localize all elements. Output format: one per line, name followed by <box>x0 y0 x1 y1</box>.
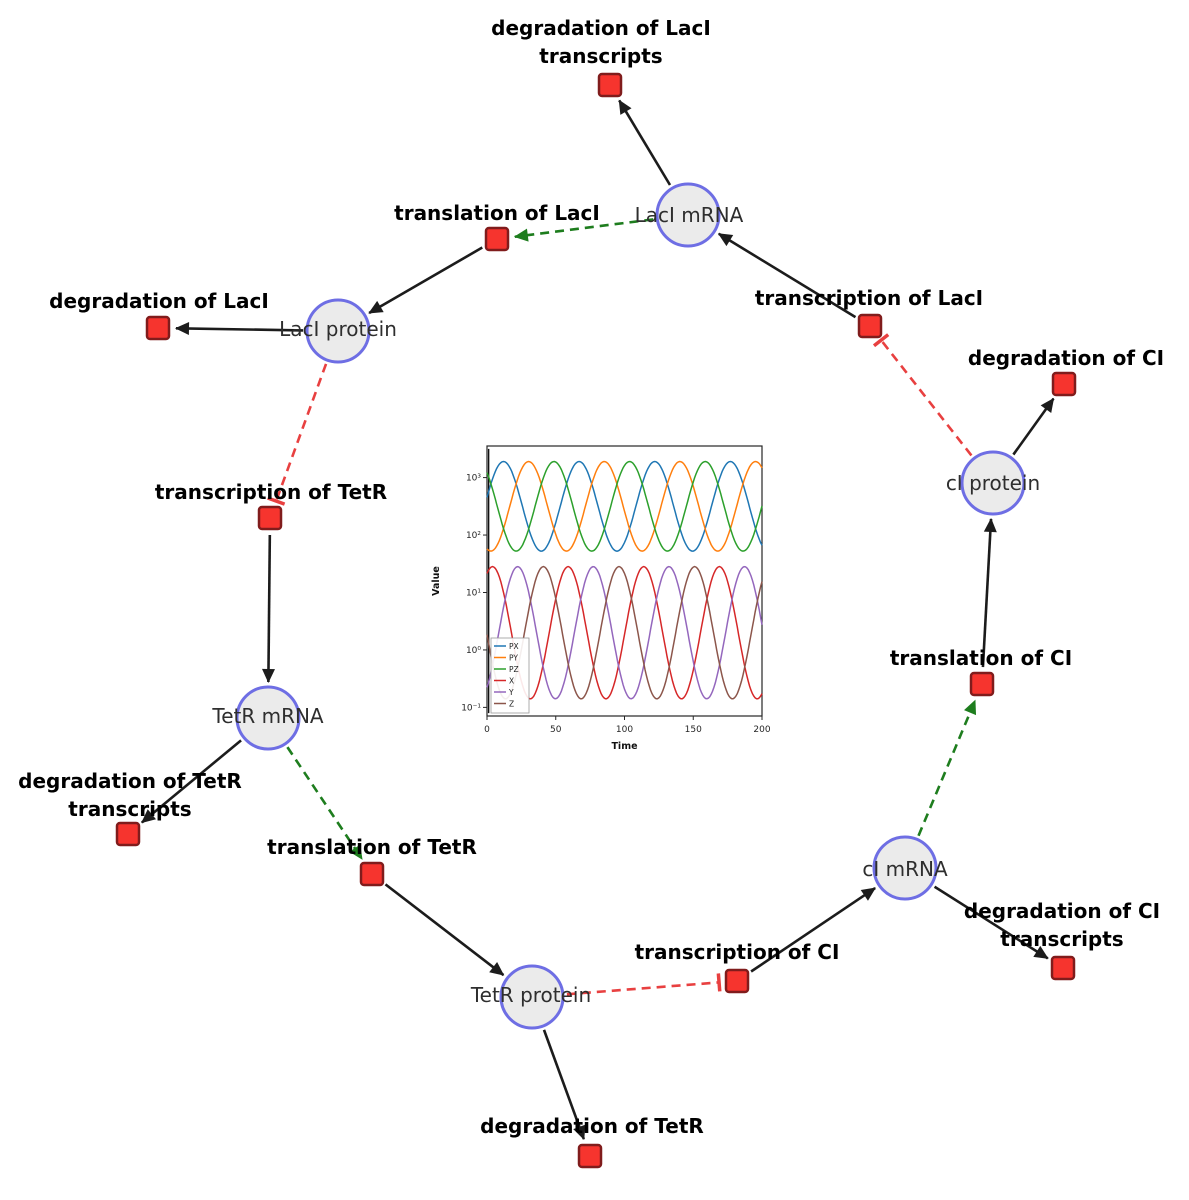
legend-label-Z: Z <box>509 700 514 709</box>
reaction-label-tc-tetr: transcription of TetR <box>155 480 387 504</box>
edge-production-tl-tetr-tetr-protein <box>384 883 505 977</box>
edge-consumption-tetr-protein-deg-tetr <box>542 1029 586 1141</box>
series-line-Y <box>486 565 763 700</box>
legend-label-PZ: PZ <box>509 665 519 674</box>
y-tick-label: 10⁻¹ <box>461 703 481 713</box>
reaction-node-tl-tetr <box>359 861 385 887</box>
edge-consumption-laci-protein-deg-laci <box>174 322 304 336</box>
reaction-label-deg-ci-tx: transcripts <box>1000 927 1123 951</box>
edge-consumption-tetr-mrna-deg-tetr-tx <box>141 739 242 824</box>
species-node-laci-mrna <box>655 182 721 248</box>
species-node-tetr-mrna <box>235 685 301 751</box>
reaction-label-tc-laci: transcription of LacI <box>755 286 983 310</box>
species-label-ci-protein: cI protein <box>946 471 1040 495</box>
edge-modifier-laci-mrna-tl-laci <box>513 218 654 242</box>
reaction-node-deg-tetr <box>577 1143 603 1169</box>
y-tick-label: 10³ <box>466 474 481 484</box>
species-node-ci-mrna <box>872 835 938 901</box>
species-node-ci-protein <box>960 450 1026 516</box>
edge-production-tl-laci-laci-protein <box>368 246 483 315</box>
reaction-label-deg-laci: degradation of LacI <box>49 289 269 313</box>
legend-box <box>490 637 530 714</box>
x-tick-label: 0 <box>484 725 490 735</box>
series-line-PZ <box>486 460 763 552</box>
edge-consumption-ci-protein-deg-ci <box>1012 397 1055 456</box>
x-tick-label: 150 <box>685 725 702 735</box>
x-tick-label: 200 <box>753 725 770 735</box>
nodes-layer: degradation of LacI transcripts translatio… <box>18 16 1164 1169</box>
reaction-node-tc-tetr <box>257 505 283 531</box>
reaction-node-tl-ci <box>969 671 995 697</box>
species-label-ci-mrna: cI mRNA <box>862 857 948 881</box>
reaction-node-deg-ci <box>1051 371 1077 397</box>
reaction-label-tl-tetr: translation of TetR <box>267 835 477 859</box>
species-label-laci-mrna: LacI mRNA <box>635 203 744 227</box>
reaction-label-deg-tetr: degradation of TetR <box>480 1114 704 1138</box>
legend-label-Y: Y <box>508 688 514 697</box>
x-tick-label: 50 <box>550 725 562 735</box>
reaction-label-deg-tetr-tx: degradation of TetR <box>18 769 242 793</box>
reaction-node-tc-laci <box>857 313 883 339</box>
y-tick-label: 10⁰ <box>466 646 481 656</box>
legend-label-PX: PX <box>509 642 519 651</box>
reaction-label-deg-laci-tx: transcripts <box>539 44 662 68</box>
edge-production-tc-ci-ci-mrna <box>750 887 876 973</box>
edges-layer <box>141 99 1055 1141</box>
edge-inhibition-ci-protein-tc-laci <box>872 333 973 457</box>
edge-inhibition-laci-protein-tc-tetr <box>267 363 328 506</box>
y-tick-label: 10¹ <box>466 588 481 598</box>
reaction-node-deg-laci <box>145 315 171 341</box>
y-tick-label: 10² <box>466 531 481 541</box>
species-label-tetr-mrna: TetR mRNA <box>211 704 324 728</box>
series-line-PY <box>486 460 763 552</box>
species-node-laci-protein <box>305 298 371 364</box>
species-label-tetr-protein: TetR protein <box>470 983 591 1007</box>
edge-inhibition-tetr-protein-tc-ci <box>566 973 722 996</box>
series-line-X <box>486 565 763 700</box>
edge-production-tc-tetr-tetr-mrna <box>261 534 275 684</box>
reaction-node-deg-laci-tx <box>597 72 623 98</box>
series-line-PX <box>486 460 763 552</box>
series-line-Z <box>486 565 763 700</box>
edge-modifier-ci-mrna-tl-ci <box>917 699 977 837</box>
edge-production-tc-laci-laci-mrna <box>717 232 857 319</box>
edge-consumption-laci-mrna-deg-laci-tx <box>618 99 672 186</box>
reaction-label-deg-tetr-tx: transcripts <box>68 797 191 821</box>
x-tick-label: 100 <box>616 725 633 735</box>
species-label-laci-protein: LacI protein <box>279 317 397 341</box>
species-node-tetr-protein <box>499 964 565 1030</box>
reaction-label-deg-ci-tx: degradation of CI <box>964 899 1160 923</box>
edge-production-tl-ci-ci-protein <box>981 517 997 668</box>
reaction-label-tl-ci: translation of CI <box>890 646 1072 670</box>
legend-label-PY: PY <box>509 654 518 663</box>
reaction-label-deg-laci-tx: degradation of LacI <box>491 16 711 40</box>
legend-label-X: X <box>509 677 514 686</box>
reaction-label-tl-laci: translation of LacI <box>394 201 600 225</box>
reaction-label-tc-ci: transcription of CI <box>635 940 840 964</box>
edge-consumption-ci-mrna-deg-ci-tx <box>933 885 1049 960</box>
reaction-node-tc-ci <box>724 968 750 994</box>
reaction-node-tl-laci <box>484 226 510 252</box>
reaction-node-deg-ci-tx <box>1050 955 1076 981</box>
reaction-label-deg-ci: degradation of CI <box>968 346 1164 370</box>
reaction-node-deg-tetr-tx <box>115 821 141 847</box>
x-axis-label: Time <box>611 741 637 752</box>
edge-modifier-tetr-mrna-tl-tetr <box>286 746 364 860</box>
y-axis-label: Value <box>431 566 442 596</box>
